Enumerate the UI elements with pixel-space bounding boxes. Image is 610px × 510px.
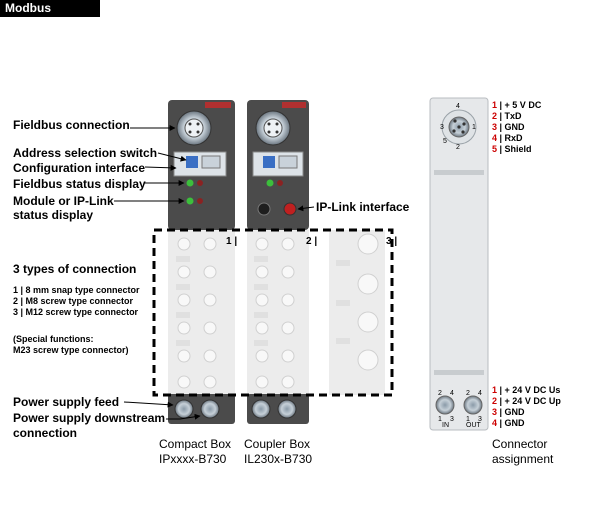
column-marker-2: 2 | bbox=[306, 236, 318, 247]
bottom-pin-label: 2 bbox=[466, 390, 470, 397]
fieldbus-pin-4: 4 | RxD bbox=[492, 133, 523, 143]
out-label: OUT bbox=[466, 422, 481, 429]
power-pin-3: 3 | GND bbox=[492, 407, 525, 417]
fieldbus-connection-label: Fieldbus connection bbox=[13, 118, 130, 132]
power-feed-label: Power supply feed bbox=[13, 395, 120, 409]
top-pin-label: 2 bbox=[456, 144, 460, 151]
column-marker-1: 1 | bbox=[226, 236, 238, 247]
bottom-pin-label: 3 bbox=[450, 416, 454, 423]
module-status-label-1: Module or IP-Link bbox=[13, 194, 114, 208]
connection-type-2: 2 | M8 screw type connector bbox=[13, 296, 134, 306]
bottom-pin-label: 2 bbox=[438, 390, 442, 397]
ip-link-interface-label: IP-Link interface bbox=[316, 200, 410, 214]
in-label: IN bbox=[442, 422, 449, 429]
fieldbus-pin-3: 3 | GND bbox=[492, 122, 525, 132]
coupler-box-caption-2: IL230x-B730 bbox=[244, 452, 313, 466]
bottom-pin-label: 4 bbox=[450, 390, 454, 397]
compact-box bbox=[168, 100, 235, 424]
column-marker-3: 3 | bbox=[386, 236, 398, 247]
bottom-pin-label: 4 bbox=[478, 390, 482, 397]
power-pin-2: 2 | + 24 V DC Up bbox=[492, 396, 561, 406]
special-functions-2: M23 screw type connector) bbox=[13, 345, 129, 355]
connector-caption-1: Connector bbox=[492, 437, 548, 451]
top-pin-label: 4 bbox=[456, 103, 460, 110]
connection-type-3: 3 | M12 screw type connector bbox=[13, 307, 139, 317]
power-downstream-label-2: connection bbox=[13, 426, 78, 440]
bottom-pin-label: 3 bbox=[478, 416, 482, 423]
compact-box-caption-1: Compact Box bbox=[159, 437, 232, 451]
power-pin-4: 4 | GND bbox=[492, 418, 525, 428]
compact-box-caption-2: IPxxxx-B730 bbox=[159, 452, 227, 466]
module-status-label-2: status display bbox=[13, 208, 94, 222]
bottom-pin-label: 1 bbox=[438, 416, 442, 423]
connector-assignment-box bbox=[429, 97, 489, 431]
top-pin-label: 5 bbox=[443, 138, 447, 145]
address-switch-label: Address selection switch bbox=[13, 146, 158, 160]
coupler-box-caption-1: Coupler Box bbox=[244, 437, 311, 451]
fieldbus-pin-2: 2 | TxD bbox=[492, 111, 522, 121]
special-functions-1: (Special functions: bbox=[13, 334, 94, 344]
power-pin-1: 1 | + 24 V DC Us bbox=[492, 385, 561, 395]
top-pin-label: 3 bbox=[440, 124, 444, 131]
connector-caption-2: assignment bbox=[492, 452, 554, 466]
bottom-pin-label: 1 bbox=[466, 416, 470, 423]
config-interface-label: Configuration interface bbox=[13, 161, 146, 175]
power-downstream-label-1: Power supply downstream bbox=[13, 411, 166, 425]
section-title: Modbus bbox=[0, 0, 100, 17]
top-pin-label: 1 bbox=[472, 124, 476, 131]
connection-types-title: 3 types of connection bbox=[13, 262, 137, 276]
fieldbus-status-label: Fieldbus status display bbox=[13, 177, 146, 191]
fieldbus-pin-1: 1 | + 5 V DC bbox=[492, 100, 542, 110]
fieldbus-pin-5: 5 | Shield bbox=[492, 144, 532, 154]
connection-type-1: 1 | 8 mm snap type connector bbox=[13, 285, 140, 295]
